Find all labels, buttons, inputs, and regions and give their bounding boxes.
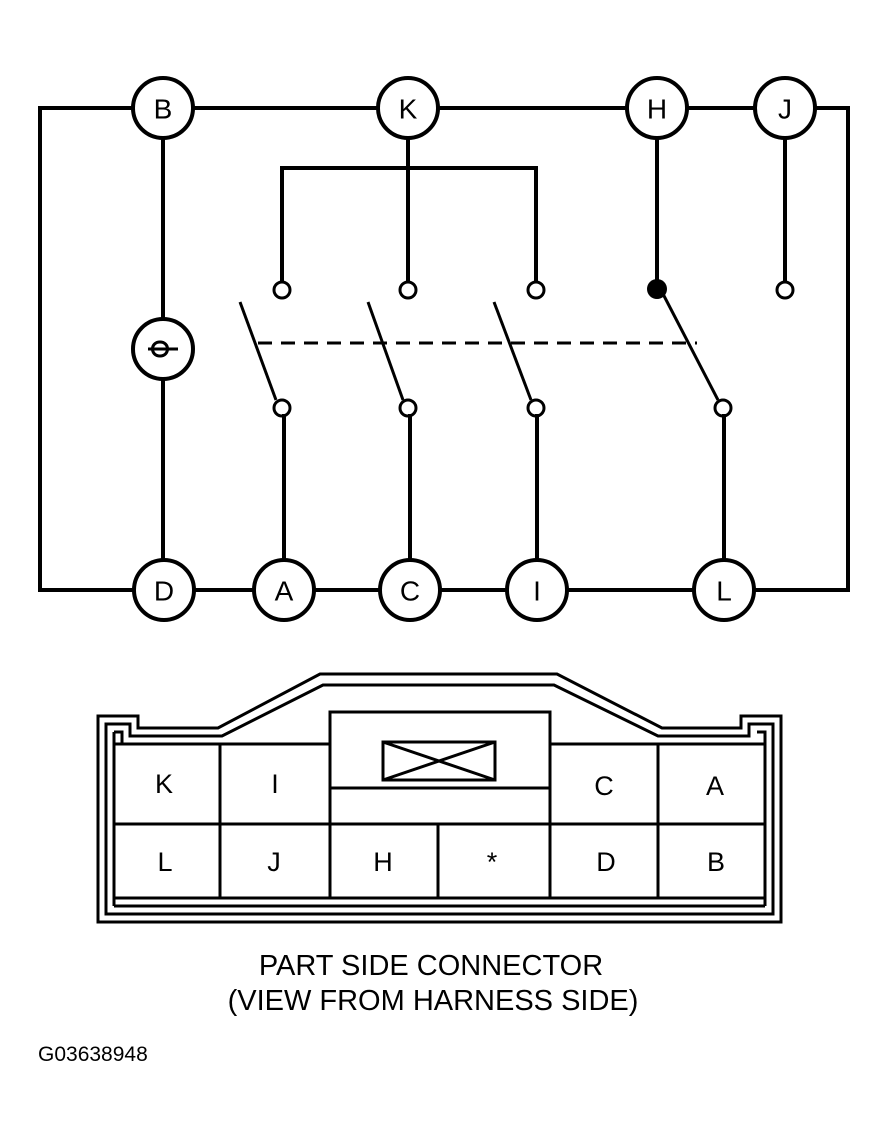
cavity-label-i: I	[271, 769, 279, 799]
cavity-label-h: H	[373, 847, 393, 877]
contact-upper-3	[526, 280, 546, 300]
switch-arm-1	[238, 301, 278, 401]
cavity-label-d: D	[596, 847, 616, 877]
switch-arm-4	[660, 291, 720, 401]
caption-line-1: PART SIDE CONNECTOR	[259, 950, 603, 982]
terminal-k: K	[376, 76, 440, 140]
terminal-a: A	[252, 558, 316, 622]
svg-text:J: J	[778, 94, 792, 125]
contact-lower-4	[713, 398, 733, 418]
terminal-c: C	[378, 558, 442, 622]
cavity-label-j: J	[267, 847, 281, 877]
cavity-label-b: B	[707, 847, 725, 877]
svg-text:C: C	[400, 576, 420, 607]
terminal-d: D	[132, 558, 196, 622]
contact-upper-5	[775, 280, 795, 300]
figure-id: G03638948	[38, 1043, 148, 1066]
connector-face: K I C A L J H * D B	[96, 672, 783, 924]
terminal-i: I	[505, 558, 569, 622]
caption-line-2: (VIEW FROM HARNESS SIDE)	[228, 985, 639, 1017]
contact-upper-2	[398, 280, 418, 300]
connector-shell-outer	[96, 672, 783, 924]
svg-text:L: L	[716, 576, 732, 607]
switch-arm-2	[366, 301, 405, 401]
terminal-j: J	[753, 76, 817, 140]
terminal-b: B	[131, 76, 195, 140]
cavity-label-star: *	[487, 847, 498, 877]
outer-right-wire	[752, 106, 850, 592]
cavity-label-l: L	[157, 847, 172, 877]
contact-lower-1	[272, 398, 292, 418]
svg-text:I: I	[533, 576, 541, 607]
svg-text:H: H	[647, 94, 667, 125]
lock-cross-icon	[381, 740, 497, 782]
cavity-label-a: A	[706, 771, 724, 801]
switch-arm-3	[492, 301, 533, 401]
outer-left-wire	[38, 106, 136, 592]
contact-lower-3	[526, 398, 546, 418]
cavity-label-k: K	[155, 769, 173, 799]
svg-text:B: B	[154, 94, 173, 125]
terminal-l: L	[692, 558, 756, 622]
connector-shell-inner	[104, 683, 775, 916]
cavity-label-c: C	[594, 771, 614, 801]
terminal-h: H	[625, 76, 689, 140]
contact-upper-1	[272, 280, 292, 300]
contact-lower-2	[398, 398, 418, 418]
svg-text:D: D	[154, 576, 174, 607]
bulb-icon	[131, 317, 195, 381]
svg-text:A: A	[275, 576, 294, 607]
svg-text:K: K	[399, 94, 418, 125]
lock-tab-block	[328, 710, 552, 826]
wire-k-branch	[280, 166, 538, 285]
switch-schematic: B K H J D A C I	[38, 76, 850, 622]
